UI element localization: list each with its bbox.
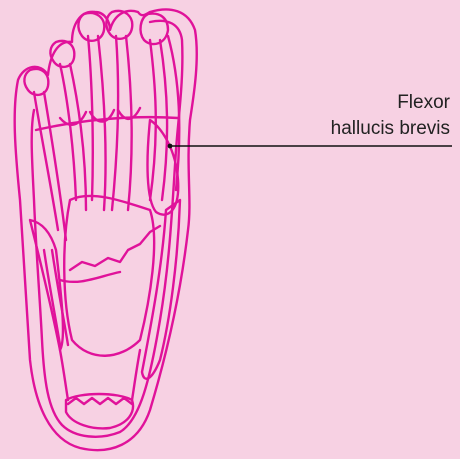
heel-jagged-edge: [68, 398, 132, 404]
abductor-hallucis: [142, 200, 180, 379]
hallux-tendon-3: [168, 36, 179, 190]
flexor-hallucis-brevis-label-line1: Flexor: [397, 90, 450, 116]
heel-tendon-left: [60, 350, 68, 400]
foot-outline: [15, 9, 197, 450]
toe-2-tendon-a: [112, 36, 118, 210]
label-leader-dot: [168, 144, 173, 149]
toe-2-tendon-b: [126, 36, 132, 210]
cut-line-mid: [60, 272, 120, 282]
heel-tendon-right: [132, 350, 140, 400]
cut-line-upper: [70, 226, 160, 270]
toe-3-tendon-b: [98, 36, 106, 210]
toe-3-tendon-a: [88, 36, 93, 200]
toe-1-tip: [141, 14, 168, 44]
flexor-hallucis-brevis-label-line2: hallucis brevis: [331, 116, 450, 142]
hallux-tendon-2: [160, 40, 167, 200]
toe-3-tip: [78, 13, 104, 41]
